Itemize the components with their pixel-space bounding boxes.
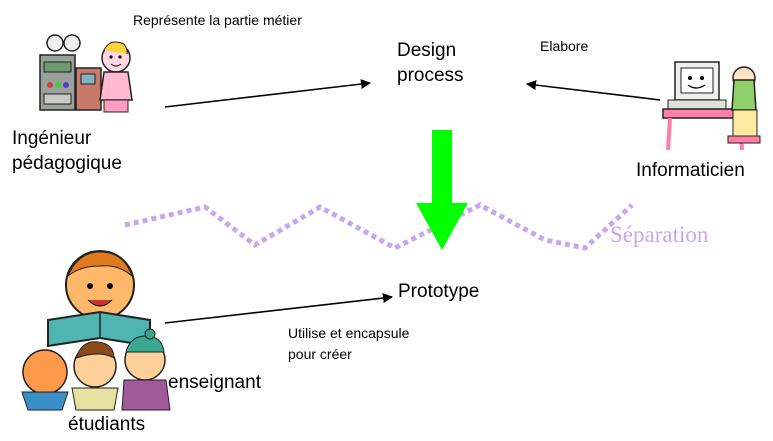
arrow-engineer-to-design [164,79,371,108]
label-enseignant: enseignant [168,372,261,393]
arrow-teacher-to-prototype [164,293,393,324]
teacher-reading-to-students-icon [21,250,171,411]
label-elabore: Elabore [540,38,589,54]
label-etudiants: étudiants [68,414,146,435]
label-ingenieur-line1: Ingénieur [12,128,92,149]
arrow-informaticien-to-design [526,80,661,101]
programmer-at-computer-icon [662,61,761,151]
label-design-line2: process [397,65,464,86]
label-utilise-line2: pour créer [288,346,352,362]
label-informaticien: Informaticien [636,160,745,181]
label-represente-partie-metier: Représente la partie métier [133,12,302,28]
label-ingenieur-line2: pédagogique [12,153,122,174]
separation-line [124,202,634,251]
label-design-line1: Design [397,40,457,61]
label-separation: Séparation [610,222,709,247]
engineer-with-machine-icon [39,34,133,113]
label-utilise-line1: Utilise et encapsule [288,325,410,341]
green-down-arrow [416,130,468,250]
label-prototype: Prototype [398,281,480,302]
